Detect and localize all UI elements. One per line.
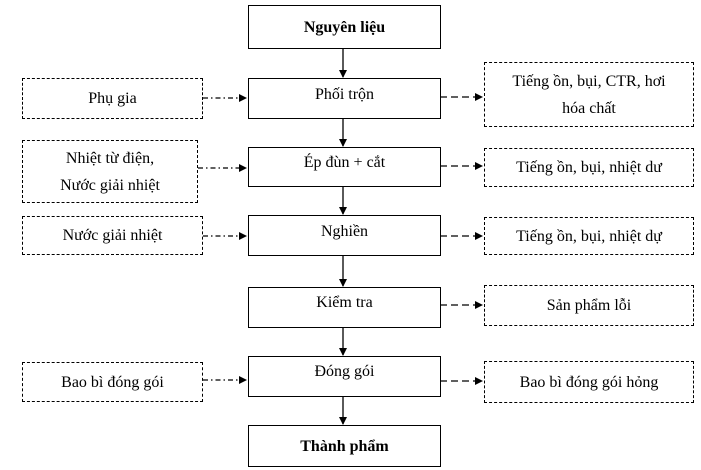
input-grinding-label: Nước giải nhiệt	[62, 227, 163, 244]
output-packaging-label: Bao bì đóng gói hỏng	[519, 373, 659, 391]
input-grinding-box: Nước giải nhiệt	[22, 216, 203, 255]
step-packaging-label: Đóng gói	[314, 363, 375, 380]
input-additives-label: Phụ gia	[88, 90, 137, 107]
input-packaging-box: Bao bì đóng gói	[22, 362, 203, 402]
step-mixing-box: Phối trộn	[248, 78, 441, 119]
input-extrusion-box: Nhiệt từ điện, Nước giải nhiệt	[22, 140, 198, 203]
raw-material-label: Nguyên liệu	[303, 18, 386, 36]
step-extrusion-box: Ép đùn + cắt	[248, 147, 441, 187]
step-extrusion-label: Ép đùn + cắt	[303, 154, 386, 171]
final-product-label: Thành phẩm	[300, 437, 389, 455]
output-mixing-line-2: hóa chất	[562, 99, 616, 117]
step-inspection-box: Kiểm tra	[248, 287, 441, 328]
input-extrusion-text: Nhiệt từ điện, Nước giải nhiệt	[60, 145, 160, 199]
raw-material-box: Nguyên liệu	[248, 5, 441, 49]
output-inspection-box: Sản phẩm lỗi	[484, 285, 694, 326]
output-inspection-label: Sản phẩm lỗi	[546, 297, 632, 314]
output-extrusion-label: Tiếng ồn, bụi, nhiệt dư	[516, 159, 662, 176]
input-additives-box: Phụ gia	[22, 78, 203, 119]
output-mixing-text: Tiếng ồn, bụi, CTR, hơi hóa chất	[512, 68, 665, 122]
final-product-box: Thành phẩm	[248, 425, 441, 467]
output-mixing-box: Tiếng ồn, bụi, CTR, hơi hóa chất	[484, 62, 694, 127]
input-extrusion-line-2: Nước giải nhiệt	[60, 176, 160, 194]
step-grinding-box: Nghiền	[248, 215, 441, 256]
step-grinding-label: Nghiền	[320, 223, 369, 240]
step-mixing-label: Phối trộn	[314, 86, 375, 103]
output-mixing-line-1: Tiếng ồn, bụi, CTR, hơi	[512, 72, 666, 90]
step-packaging-box: Đóng gói	[248, 356, 441, 397]
output-grinding-label: Tiếng ồn, bụi, nhiệt dự	[516, 227, 662, 245]
output-extrusion-box: Tiếng ồn, bụi, nhiệt dư	[484, 148, 694, 187]
input-packaging-label: Bao bì đóng gói	[61, 373, 164, 391]
output-grinding-box: Tiếng ồn, bụi, nhiệt dự	[484, 217, 694, 255]
input-extrusion-line-1: Nhiệt từ điện,	[65, 149, 155, 167]
step-inspection-label: Kiểm tra	[316, 294, 373, 311]
output-packaging-box: Bao bì đóng gói hỏng	[484, 361, 694, 403]
